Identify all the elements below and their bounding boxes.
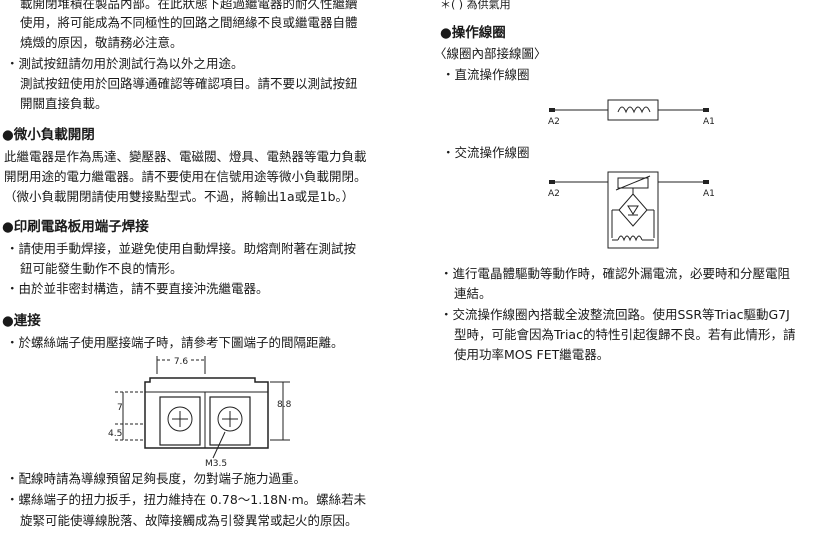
test-button-line-1: ・測試按鈕請勿用於測試行為以外之用途。	[6, 56, 244, 71]
ac-terminal-a1	[703, 180, 709, 184]
connection-heading: ●連接	[2, 313, 41, 329]
screw-size-label: M3.5	[205, 459, 227, 469]
terminal-spacing-figure: 7.6 7 4.5 8.8 M3.5	[108, 356, 292, 469]
coil-subheading: 〈線圈內部接線圖〉	[434, 46, 547, 61]
coil-heading: ●操作線圈	[440, 25, 506, 41]
pcb-heading: ●印刷電路板用端子焊接	[2, 219, 149, 235]
micro-load-line-2: 開閉用途的電力繼電器。請不要使用在信號用途等微小負載開閉。	[4, 169, 367, 184]
micro-load-line-1: 此繼電器是作為馬達、變壓器、電磁閥、燈具、電熱器等電力負載	[4, 149, 367, 164]
intro-line-3: 燒燬的原因，敬請務必注意。	[20, 35, 183, 50]
coil-note-5: 使用功率MOS FET繼電器。	[454, 347, 610, 362]
micro-load-heading: ●微小負載開閉	[2, 127, 95, 143]
test-button-line-3: 開關直接負載。	[20, 96, 108, 111]
test-button-line-2: 測試按鈕使用於回路導通確認等確認項目。請不要以測試按鈕	[20, 76, 358, 91]
connection-note-3: 旋緊可能使導線脫落、故障接觸成為引發異常或起火的原因。	[20, 513, 358, 528]
dc-a2-label: A2	[548, 117, 560, 127]
dim-4-5-label: 4.5	[108, 429, 122, 439]
pcb-line-1: ・請使用手動焊接，並避免使用自動焊接。助熔劑附著在測試按	[6, 241, 357, 256]
intro-line-2: 使用，將可能成為不同極性的回路之間絕緣不良或繼電器自體	[20, 15, 358, 30]
footnote: ＊( ) 為供氣用	[440, 0, 511, 11]
coil-note-3: ・交流操作線圈內搭載全波整流回路。使用SSR等Triac驅動G7J	[440, 307, 790, 322]
ac-a1-label: A1	[703, 189, 715, 199]
dc-terminal-a2	[549, 108, 555, 112]
connection-note-1: ・配線時請為導線預留足夠長度，勿對端子施力過重。	[6, 471, 307, 486]
coil-note-1: ・進行電晶體驅動等動作時，確認外漏電流，必要時和分壓電阻	[440, 266, 791, 281]
connection-note-2: ・螺絲端子的扭力扳手，扭力維持在 0.78～1.18N·m。螺絲若未	[6, 492, 367, 507]
intro-line-1: 載開閉堆積在製品內部。在此狀態下超過繼電器的耐久性繼續	[20, 0, 358, 11]
dc-a1-label: A1	[703, 117, 715, 127]
pcb-line-3: ・由於並非密封構造，請不要直接沖洗繼電器。	[6, 281, 269, 296]
ac-terminal-a2	[549, 180, 555, 184]
connection-line-1: ・於螺絲端子使用壓接端子時，請參考下圖端子的間隔距離。	[6, 335, 344, 350]
dim-8-8-label: 8.8	[277, 400, 292, 410]
coil-note-4: 型時，可能會因為Triac的特性引起復歸不良。若有此情形，請	[454, 327, 796, 342]
dc-terminal-a1	[703, 108, 709, 112]
ac-a2-label: A2	[548, 189, 560, 199]
dc-coil-label: ・直流操作線圈	[442, 67, 530, 82]
micro-load-line-3: （微小負載開閉請使用雙接點型式。不過，將輸出1a或是1b。）	[4, 189, 355, 204]
ac-coil-label: ・交流操作線圈	[442, 145, 530, 160]
dc-coil-diagram: A2 A1	[548, 99, 715, 127]
ac-coil-diagram: A2 A1	[548, 171, 715, 249]
pcb-line-2: 鈕可能發生動作不良的情形。	[20, 261, 183, 276]
dim-7-label: 7	[117, 403, 123, 413]
coil-note-2: 連結。	[454, 286, 492, 301]
dim-pitch-label: 7.6	[174, 357, 189, 367]
